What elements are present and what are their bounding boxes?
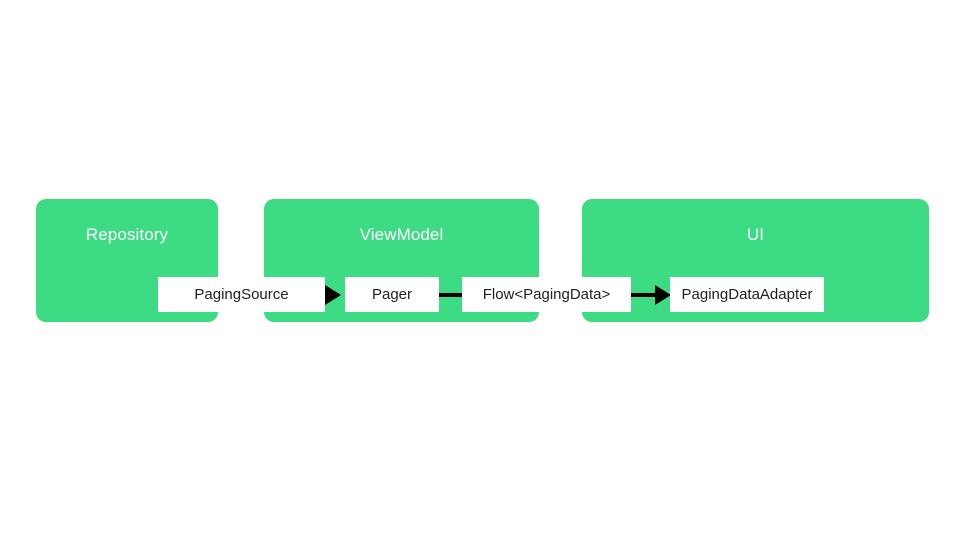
arrowhead-icon-pagingsource-to-pager xyxy=(325,285,341,305)
layer-panel-ui-label: UI xyxy=(746,225,765,244)
arrowhead-icon-flow-to-adapter xyxy=(655,285,671,305)
node-pagingdataadapter: PagingDataAdapter xyxy=(670,277,824,312)
node-pager: Pager xyxy=(345,277,439,312)
node-pagingsource: PagingSource xyxy=(158,277,325,312)
layer-panel-repository: Repository xyxy=(36,199,218,322)
layer-panel-viewmodel-label: ViewModel xyxy=(359,225,444,244)
connector-line-flow-to-adapter xyxy=(629,293,661,297)
connector-line-pager-to-flow xyxy=(438,293,464,297)
layer-panel-repository-label: Repository xyxy=(85,225,169,244)
node-flow-pagingdata: Flow<PagingData> xyxy=(462,277,631,312)
